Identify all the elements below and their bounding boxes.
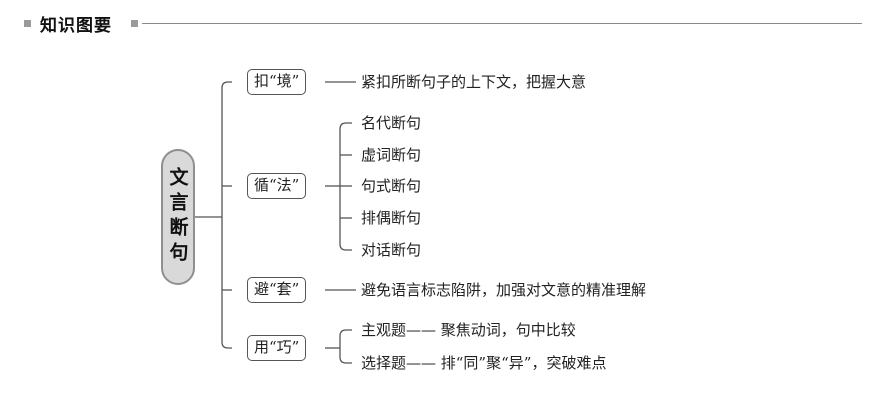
section-header: 知识图要 [0, 0, 884, 44]
leaf-text: 虚词断句 [361, 146, 422, 164]
leaf-text: 句式断句 [361, 177, 422, 195]
branch-node: 循“法” [247, 173, 307, 199]
leaf-text: 选择题—— 排“同”聚“异”，突破难点 [361, 354, 607, 372]
root-node: 文言断句 [161, 149, 195, 285]
root-label: 文言断句 [166, 167, 189, 267]
leaf-text: 排偶断句 [361, 209, 422, 227]
leaf-text: 名代断句 [361, 114, 422, 132]
branch-node: 避“套” [247, 277, 307, 303]
leaf-text: 对话断句 [361, 241, 422, 259]
branch-node: 用“巧” [247, 335, 307, 361]
branch-node: 扣“境” [247, 69, 307, 95]
leaf-text: 避免语言标志陷阱，加强对文意的精准理解 [361, 281, 647, 299]
header-rule [142, 23, 862, 24]
leaf-text: 紧扣所断句子的上下文，把握大意 [361, 73, 587, 91]
section-title: 知识图要 [40, 16, 112, 36]
square-bullet-icon [131, 20, 138, 27]
leaf-text: 主观题—— 聚焦动词，句中比较 [361, 321, 576, 339]
square-bullet-icon [24, 20, 31, 27]
